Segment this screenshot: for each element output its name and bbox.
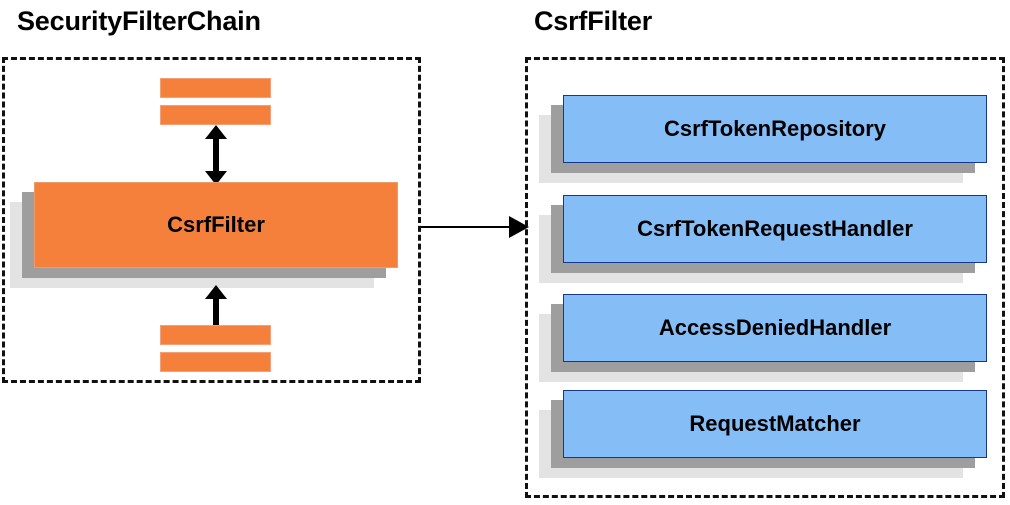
- component-face: RequestMatcher: [563, 390, 987, 458]
- filter-bar-top-2: [160, 105, 271, 125]
- component-label: RequestMatcher: [689, 411, 861, 436]
- csrf-filter-box-label: CsrfFilter: [167, 212, 265, 237]
- arrow-head-down-icon: [205, 171, 227, 185]
- filter-bar-bottom-2: [160, 352, 271, 372]
- arrow-head-up-icon: [205, 285, 227, 299]
- arrow-head-right-icon: [509, 216, 529, 238]
- filter-bar-bottom-1: [160, 325, 271, 345]
- component-label: CsrfTokenRepository: [663, 116, 887, 141]
- filter-bar-top-1: [160, 78, 271, 98]
- component-label: CsrfTokenRequestHandler: [637, 216, 913, 241]
- arrow-head-up-icon: [205, 125, 227, 139]
- security-filter-chain-group: [2, 57, 421, 383]
- component-csrf-token-repository[interactable]: CsrfTokenRepository: [539, 95, 987, 183]
- csrf-filter-box-face: CsrfFilter: [34, 182, 398, 268]
- arrow-shaft: [213, 135, 219, 175]
- connector-arrow-shaft: [421, 226, 517, 228]
- component-access-denied-handler[interactable]: AccessDeniedHandler: [539, 294, 987, 382]
- component-face: AccessDeniedHandler: [563, 294, 987, 362]
- arrow-shaft: [213, 295, 219, 335]
- csrf-filter-group: [525, 57, 1005, 498]
- component-request-matcher[interactable]: RequestMatcher: [539, 390, 987, 478]
- connector-arrow-right: [421, 216, 529, 238]
- csrf-filter-box[interactable]: CsrfFilter: [10, 182, 399, 288]
- component-csrf-token-request-handler[interactable]: CsrfTokenRequestHandler: [539, 195, 987, 283]
- component-face: CsrfTokenRepository: [563, 95, 987, 163]
- security-filter-chain-title: SecurityFilterChain: [17, 6, 261, 36]
- csrf-filter-title: CsrfFilter: [534, 6, 653, 36]
- component-label: AccessDeniedHandler: [658, 315, 892, 340]
- arrow-top-bidirectional: [205, 125, 227, 185]
- component-face: CsrfTokenRequestHandler: [563, 195, 987, 263]
